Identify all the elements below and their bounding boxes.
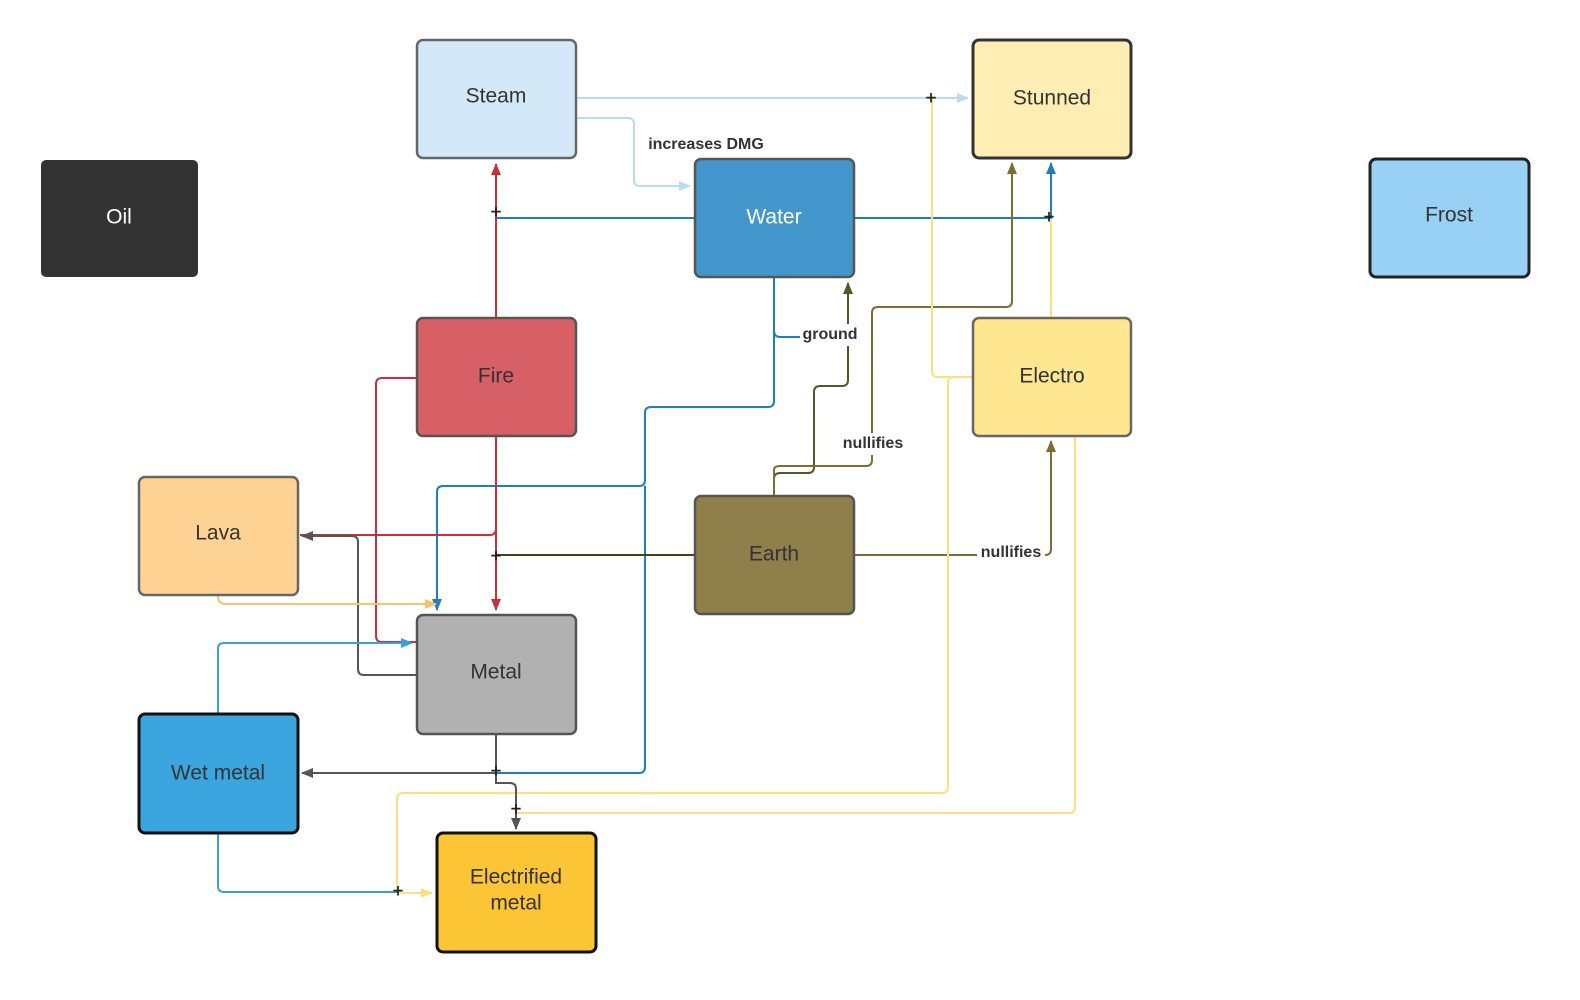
edge-metal-to-lava (301, 531, 416, 676)
edge-earth-to-stunned (773, 162, 1017, 496)
edge-fire-to-metal-left (375, 377, 416, 643)
node-label-line1: Electrified (470, 866, 562, 889)
node-label: Earth (749, 543, 799, 566)
node-metal: Metal (415, 613, 578, 736)
edge-earth-to-electro (854, 440, 1056, 556)
node-label: Electro (1019, 365, 1084, 388)
edge-fire-to-lava (300, 527, 497, 536)
node-oil: Oil (41, 160, 198, 277)
edge-metal-to-wet-metal (301, 735, 497, 778)
junction-plus: + (925, 89, 938, 107)
node-electro: Electro (971, 316, 1133, 438)
node-label: Wet metal (171, 762, 265, 785)
node-label: Metal (470, 661, 521, 684)
edge-electro-to-stunned-left (931, 98, 972, 378)
edge-metal-to-electrified-metal (495, 773, 521, 830)
edge-water-to-metal (432, 278, 775, 611)
node-frost: Frost (1368, 157, 1531, 279)
node-fire: Fire (415, 316, 578, 438)
edge-earth-to-water (773, 282, 853, 496)
node-steam: Steam (415, 38, 578, 160)
edge-label-increases-dmg: increases DMG (648, 136, 764, 153)
node-label: Fire (478, 365, 514, 388)
edge-lava-to-metal (217, 595, 437, 609)
junction-plus: + (1043, 208, 1056, 226)
edge-electro-to-electrified-metal-outer (396, 376, 972, 898)
node-water: Water (693, 157, 856, 279)
node-label: Steam (466, 85, 527, 108)
junction-plus: + (392, 882, 405, 900)
edge-wet-metal-to-metal (217, 638, 413, 714)
node-label: Lava (195, 522, 241, 545)
node-label: Stunned (1013, 87, 1091, 110)
node-label: Frost (1425, 204, 1473, 227)
node-label-line2: metal (490, 892, 541, 915)
node-stunned: Stunned (971, 38, 1133, 160)
edge-water-ground-branch (773, 329, 800, 338)
node-wet-metal: Wet metal (137, 712, 300, 835)
edge-steam-to-water (576, 117, 691, 191)
edge-water-to-stunned (854, 162, 1056, 219)
edge-water-to-wet-metal (496, 486, 646, 774)
junction-plus: + (510, 800, 523, 818)
junction-plus: + (490, 547, 503, 565)
edge-wet-metal-to-electrified-metal (217, 834, 398, 893)
edge-label-nullifies-stunned: nullifies (843, 435, 904, 452)
junction-plus: + (490, 762, 503, 780)
edge-electro-to-electrified-metal-right (516, 437, 1076, 814)
node-earth: Earth (693, 494, 856, 616)
edge-label-ground: ground (802, 326, 857, 343)
node-electrified-metal: Electrified metal (435, 831, 598, 954)
junction-plus: + (490, 203, 503, 221)
node-label: Oil (106, 206, 132, 229)
edge-label-nullifies-electro: nullifies (981, 544, 1042, 561)
node-label: Water (746, 206, 801, 229)
node-lava: Lava (137, 475, 300, 597)
